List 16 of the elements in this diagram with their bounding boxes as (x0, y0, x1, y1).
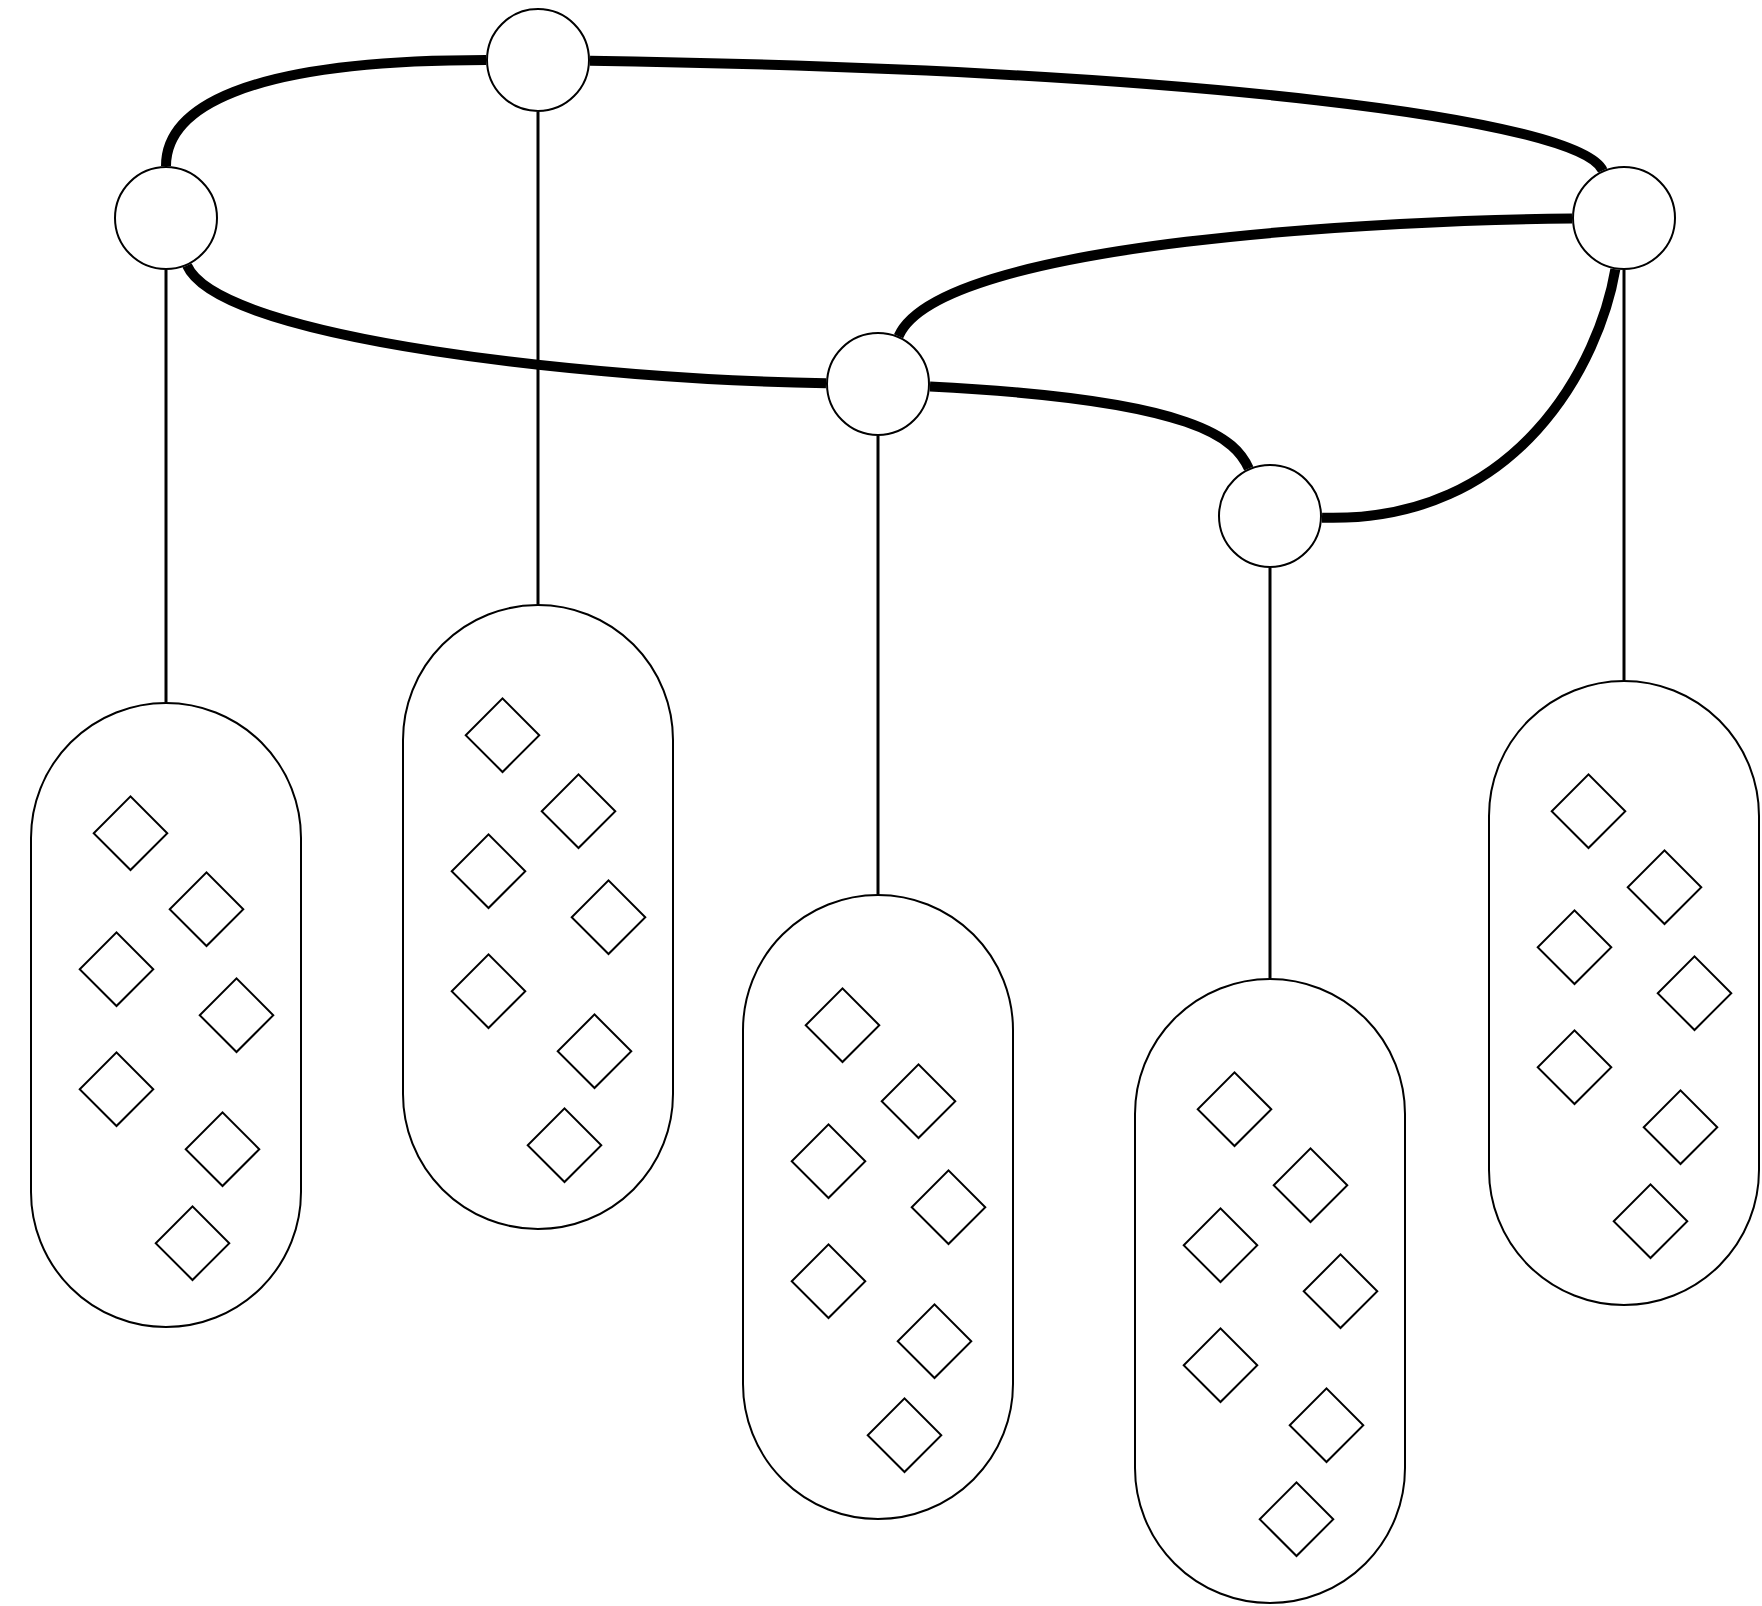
ring-connector (589, 55, 1607, 175)
ring-connector (183, 262, 827, 389)
hanger-line (536, 112, 540, 604)
hanger-line (1622, 270, 1626, 680)
hanger-line (164, 270, 168, 702)
circle-node (826, 332, 930, 436)
ring-connector (929, 381, 1254, 471)
ring-connector (161, 55, 487, 167)
hanger-line (876, 436, 880, 894)
circle-node (486, 8, 590, 112)
ring-connector (1321, 268, 1621, 523)
hanger-line (1268, 568, 1272, 978)
circle-node (1218, 464, 1322, 568)
circle-node (114, 166, 218, 270)
circle-node (1572, 166, 1676, 270)
ring-connector (894, 213, 1573, 340)
